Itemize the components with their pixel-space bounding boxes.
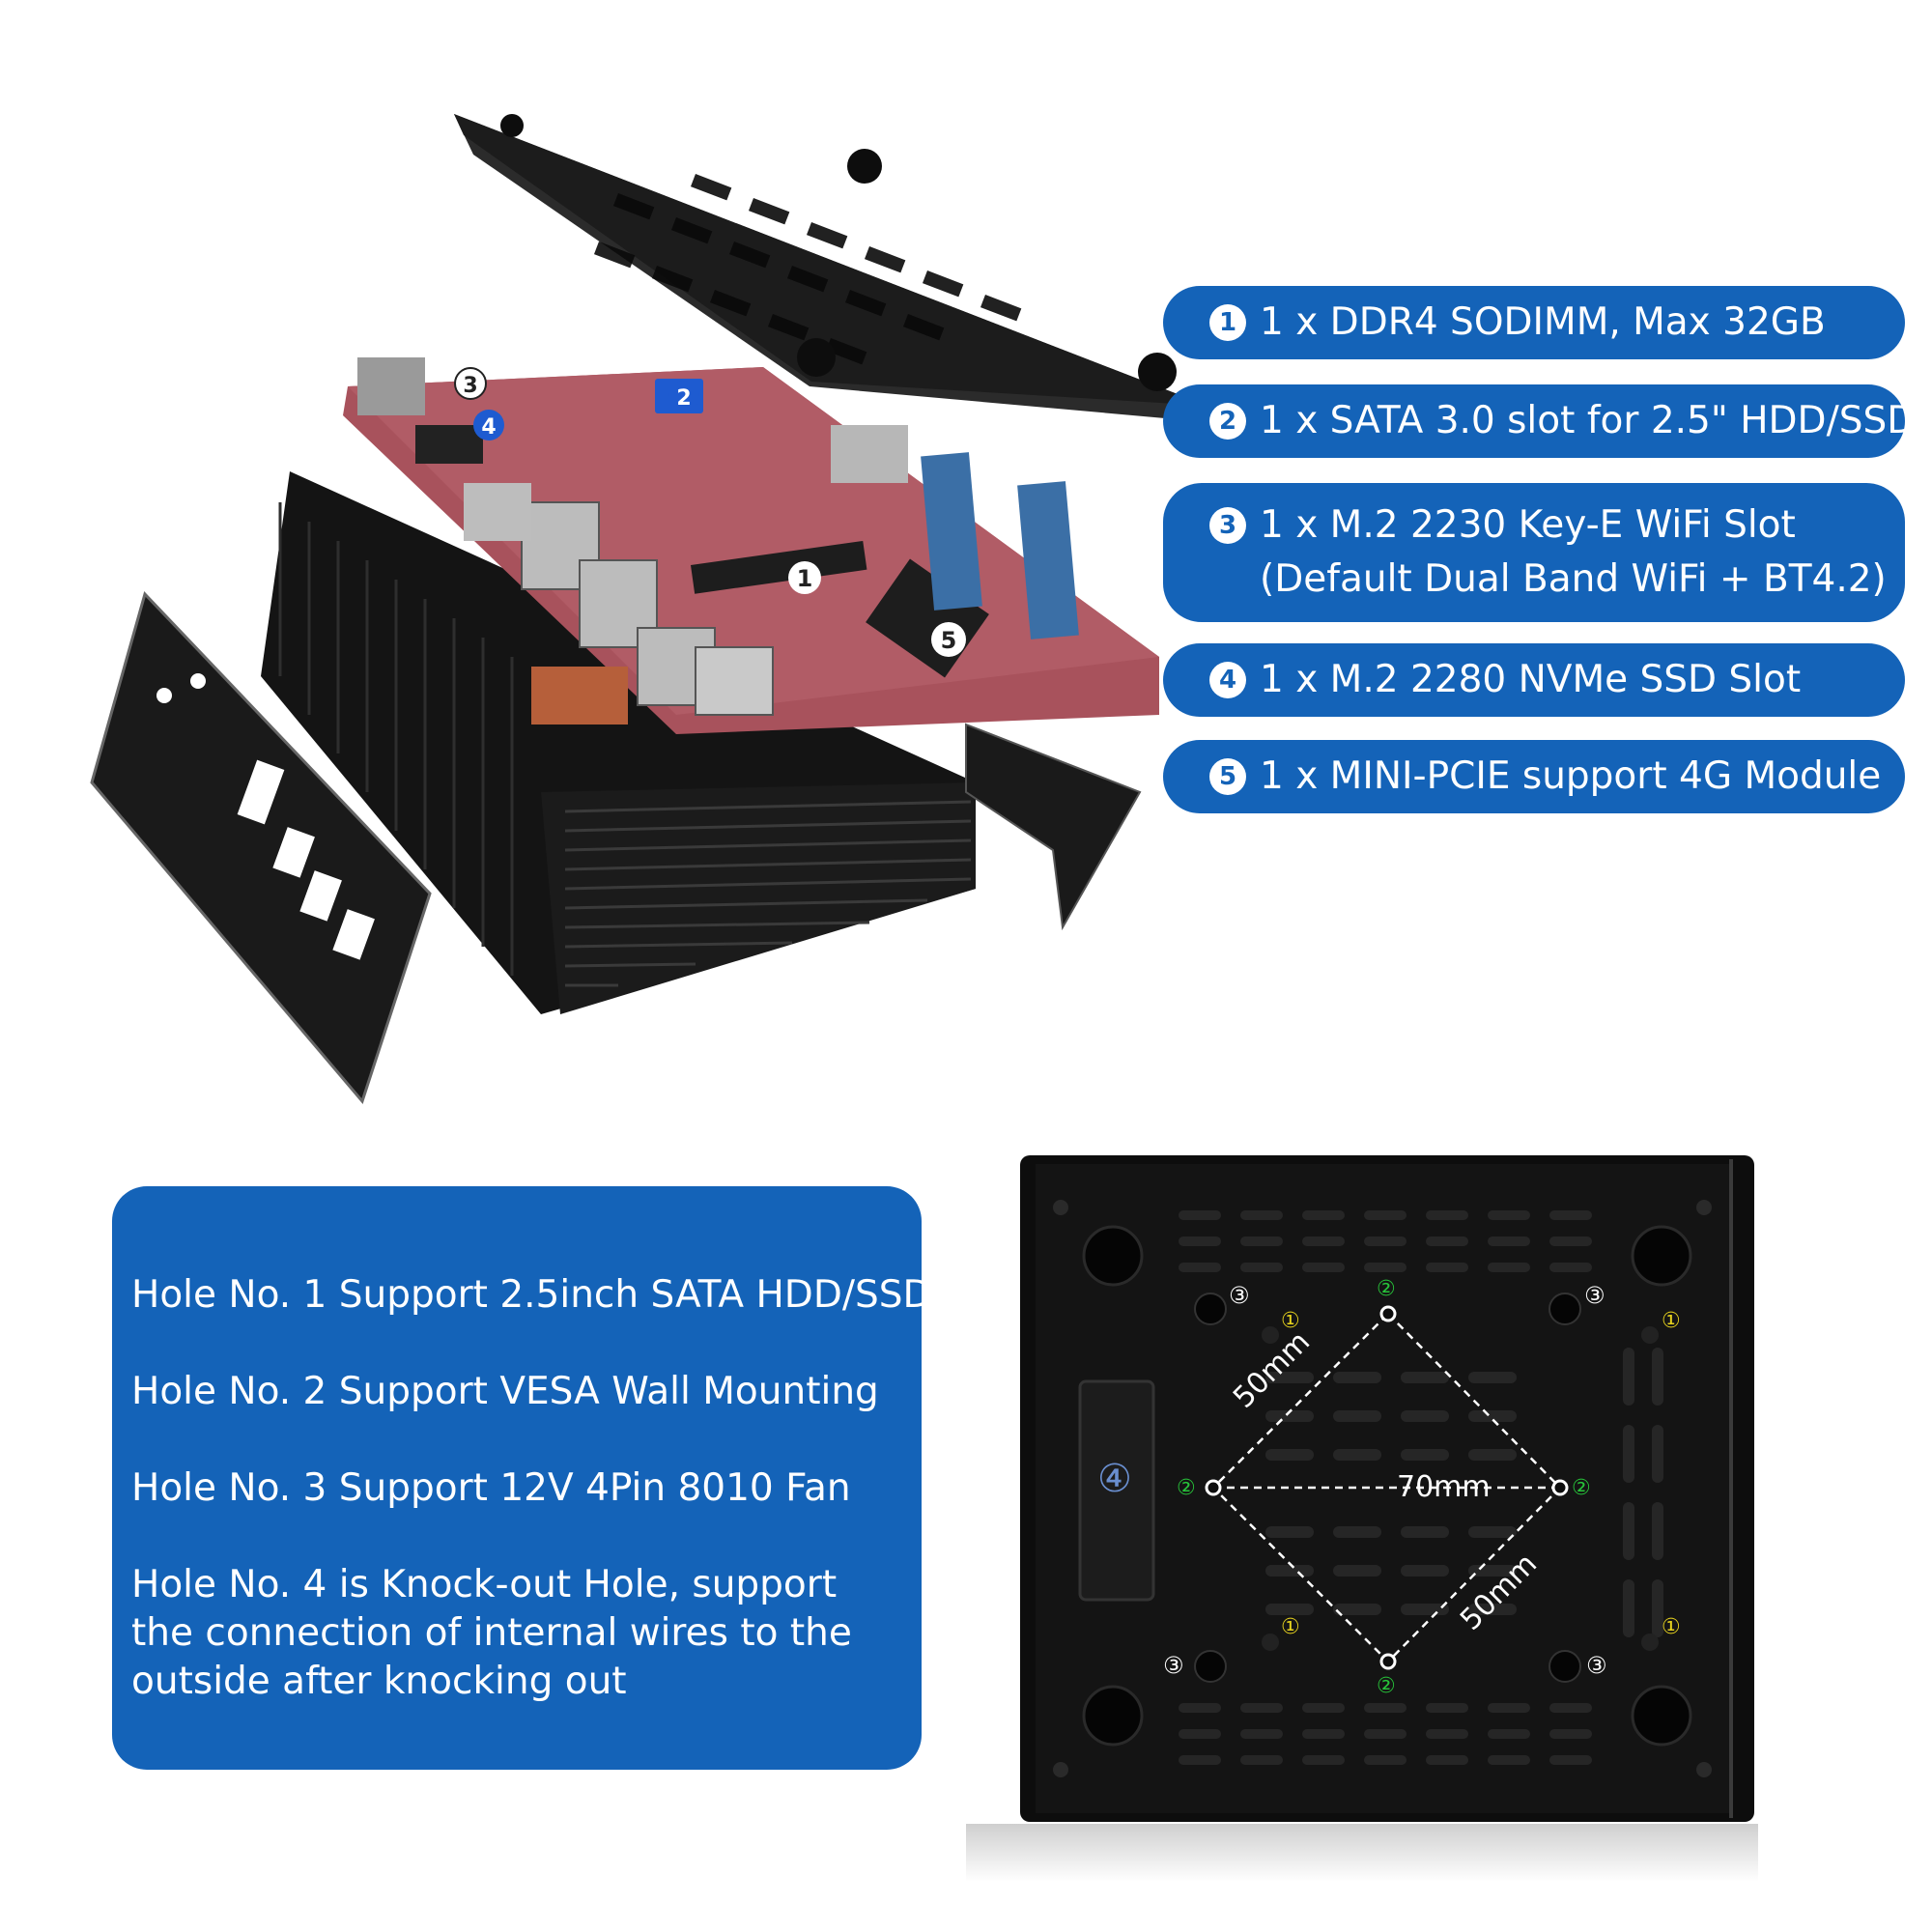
spec-number-1: 1 xyxy=(1209,304,1246,341)
hole-1-label-tl: ① xyxy=(1281,1309,1300,1333)
spec-text-2: 1 x SATA 3.0 slot for 2.5" HDD/SSD xyxy=(1260,399,1917,442)
spec-item-3: 3 1 x M.2 2230 Key-E WiFi Slot (Default … xyxy=(1163,483,1905,622)
spec-text-3-line-1: 1 x M.2 2230 Key-E WiFi Slot xyxy=(1260,503,1796,547)
spec-text-3-line-2: (Default Dual Band WiFi + BT4.2) xyxy=(1260,557,1887,601)
spec-number-2: 2 xyxy=(1209,403,1246,440)
vent-slots xyxy=(1179,1210,1663,1765)
spec-text-1: 1 x DDR4 SODIMM, Max 32GB xyxy=(1260,300,1826,344)
svg-text:4: 4 xyxy=(481,415,496,440)
spec-text-3: 1 x M.2 2230 Key-E WiFi Slot (Default Du… xyxy=(1260,498,1887,607)
hole-1-label-tr: ① xyxy=(1662,1309,1681,1333)
spec-number-5: 5 xyxy=(1209,758,1246,795)
hole-description-2: Hole No. 2 Support VESA Wall Mounting xyxy=(131,1370,879,1413)
hole-description-4: Hole No. 4 is Knock-out Hole, support th… xyxy=(131,1563,852,1703)
hole-4-label: ④ xyxy=(1097,1457,1132,1501)
spec-item-1: 1 1 x DDR4 SODIMM, Max 32GB xyxy=(1163,286,1905,359)
fan-mount-holes xyxy=(1194,1293,1581,1683)
svg-text:2: 2 xyxy=(676,386,691,411)
spec-number-4: 4 xyxy=(1209,662,1246,698)
hole-2-label-top: ② xyxy=(1377,1277,1396,1301)
dimension-label-horizontal: 70mm xyxy=(1397,1470,1491,1504)
spec-number-3: 3 xyxy=(1209,507,1246,544)
board-marker-3: 3 xyxy=(454,367,487,400)
hdd-mount-holes xyxy=(1262,1326,1659,1651)
svg-text:1: 1 xyxy=(797,565,813,592)
case-reflection xyxy=(966,1824,1758,1882)
board-marker-1: 1 xyxy=(788,561,821,594)
vesa-mount-holes xyxy=(1205,1305,1569,1670)
hole-3-label-tl: ③ xyxy=(1229,1282,1250,1309)
spec-item-2: 2 1 x SATA 3.0 slot for 2.5" HDD/SSD xyxy=(1163,384,1916,458)
hole-description-3: Hole No. 3 Support 12V 4Pin 8010 Fan xyxy=(131,1466,851,1510)
heatsink-case xyxy=(261,471,976,1014)
svg-text:3: 3 xyxy=(463,374,477,398)
hole-3-label-br: ③ xyxy=(1586,1652,1607,1679)
hole-3-label-bl: ③ xyxy=(1163,1652,1184,1679)
hole-description-1: Hole No. 1 Support 2.5inch SATA HDD/SSD xyxy=(131,1273,932,1317)
rubber-feet xyxy=(1082,1225,1692,1747)
io-shield-bracket xyxy=(90,591,1142,1105)
top-cover-plate xyxy=(454,114,1219,423)
knockout-panel xyxy=(1078,1379,1155,1602)
corner-screws xyxy=(1053,1200,1712,1777)
board-marker-5: 5 xyxy=(931,622,966,657)
spec-item-5: 5 1 x MINI-PCIE support 4G Module xyxy=(1163,740,1905,813)
hole-1-label-bl: ① xyxy=(1281,1615,1300,1639)
hole-1-label-br: ① xyxy=(1662,1615,1681,1639)
spec-text-5: 1 x MINI-PCIE support 4G Module xyxy=(1260,754,1882,798)
hole-2-label-left: ② xyxy=(1177,1476,1196,1500)
board-marker-2: 2 xyxy=(668,381,699,412)
hole-description-panel: Hole No. 1 Support 2.5inch SATA HDD/SSD … xyxy=(112,1186,932,1770)
hole-3-label-tr: ③ xyxy=(1584,1282,1605,1309)
spec-item-4: 4 1 x M.2 2280 NVMe SSD Slot xyxy=(1163,643,1905,717)
spec-text-4: 1 x M.2 2280 NVMe SSD Slot xyxy=(1260,658,1802,701)
hole-2-label-right: ② xyxy=(1572,1476,1591,1500)
board-marker-4: 4 xyxy=(473,410,504,440)
hole-2-label-bottom: ② xyxy=(1377,1674,1396,1698)
svg-text:5: 5 xyxy=(941,627,957,654)
